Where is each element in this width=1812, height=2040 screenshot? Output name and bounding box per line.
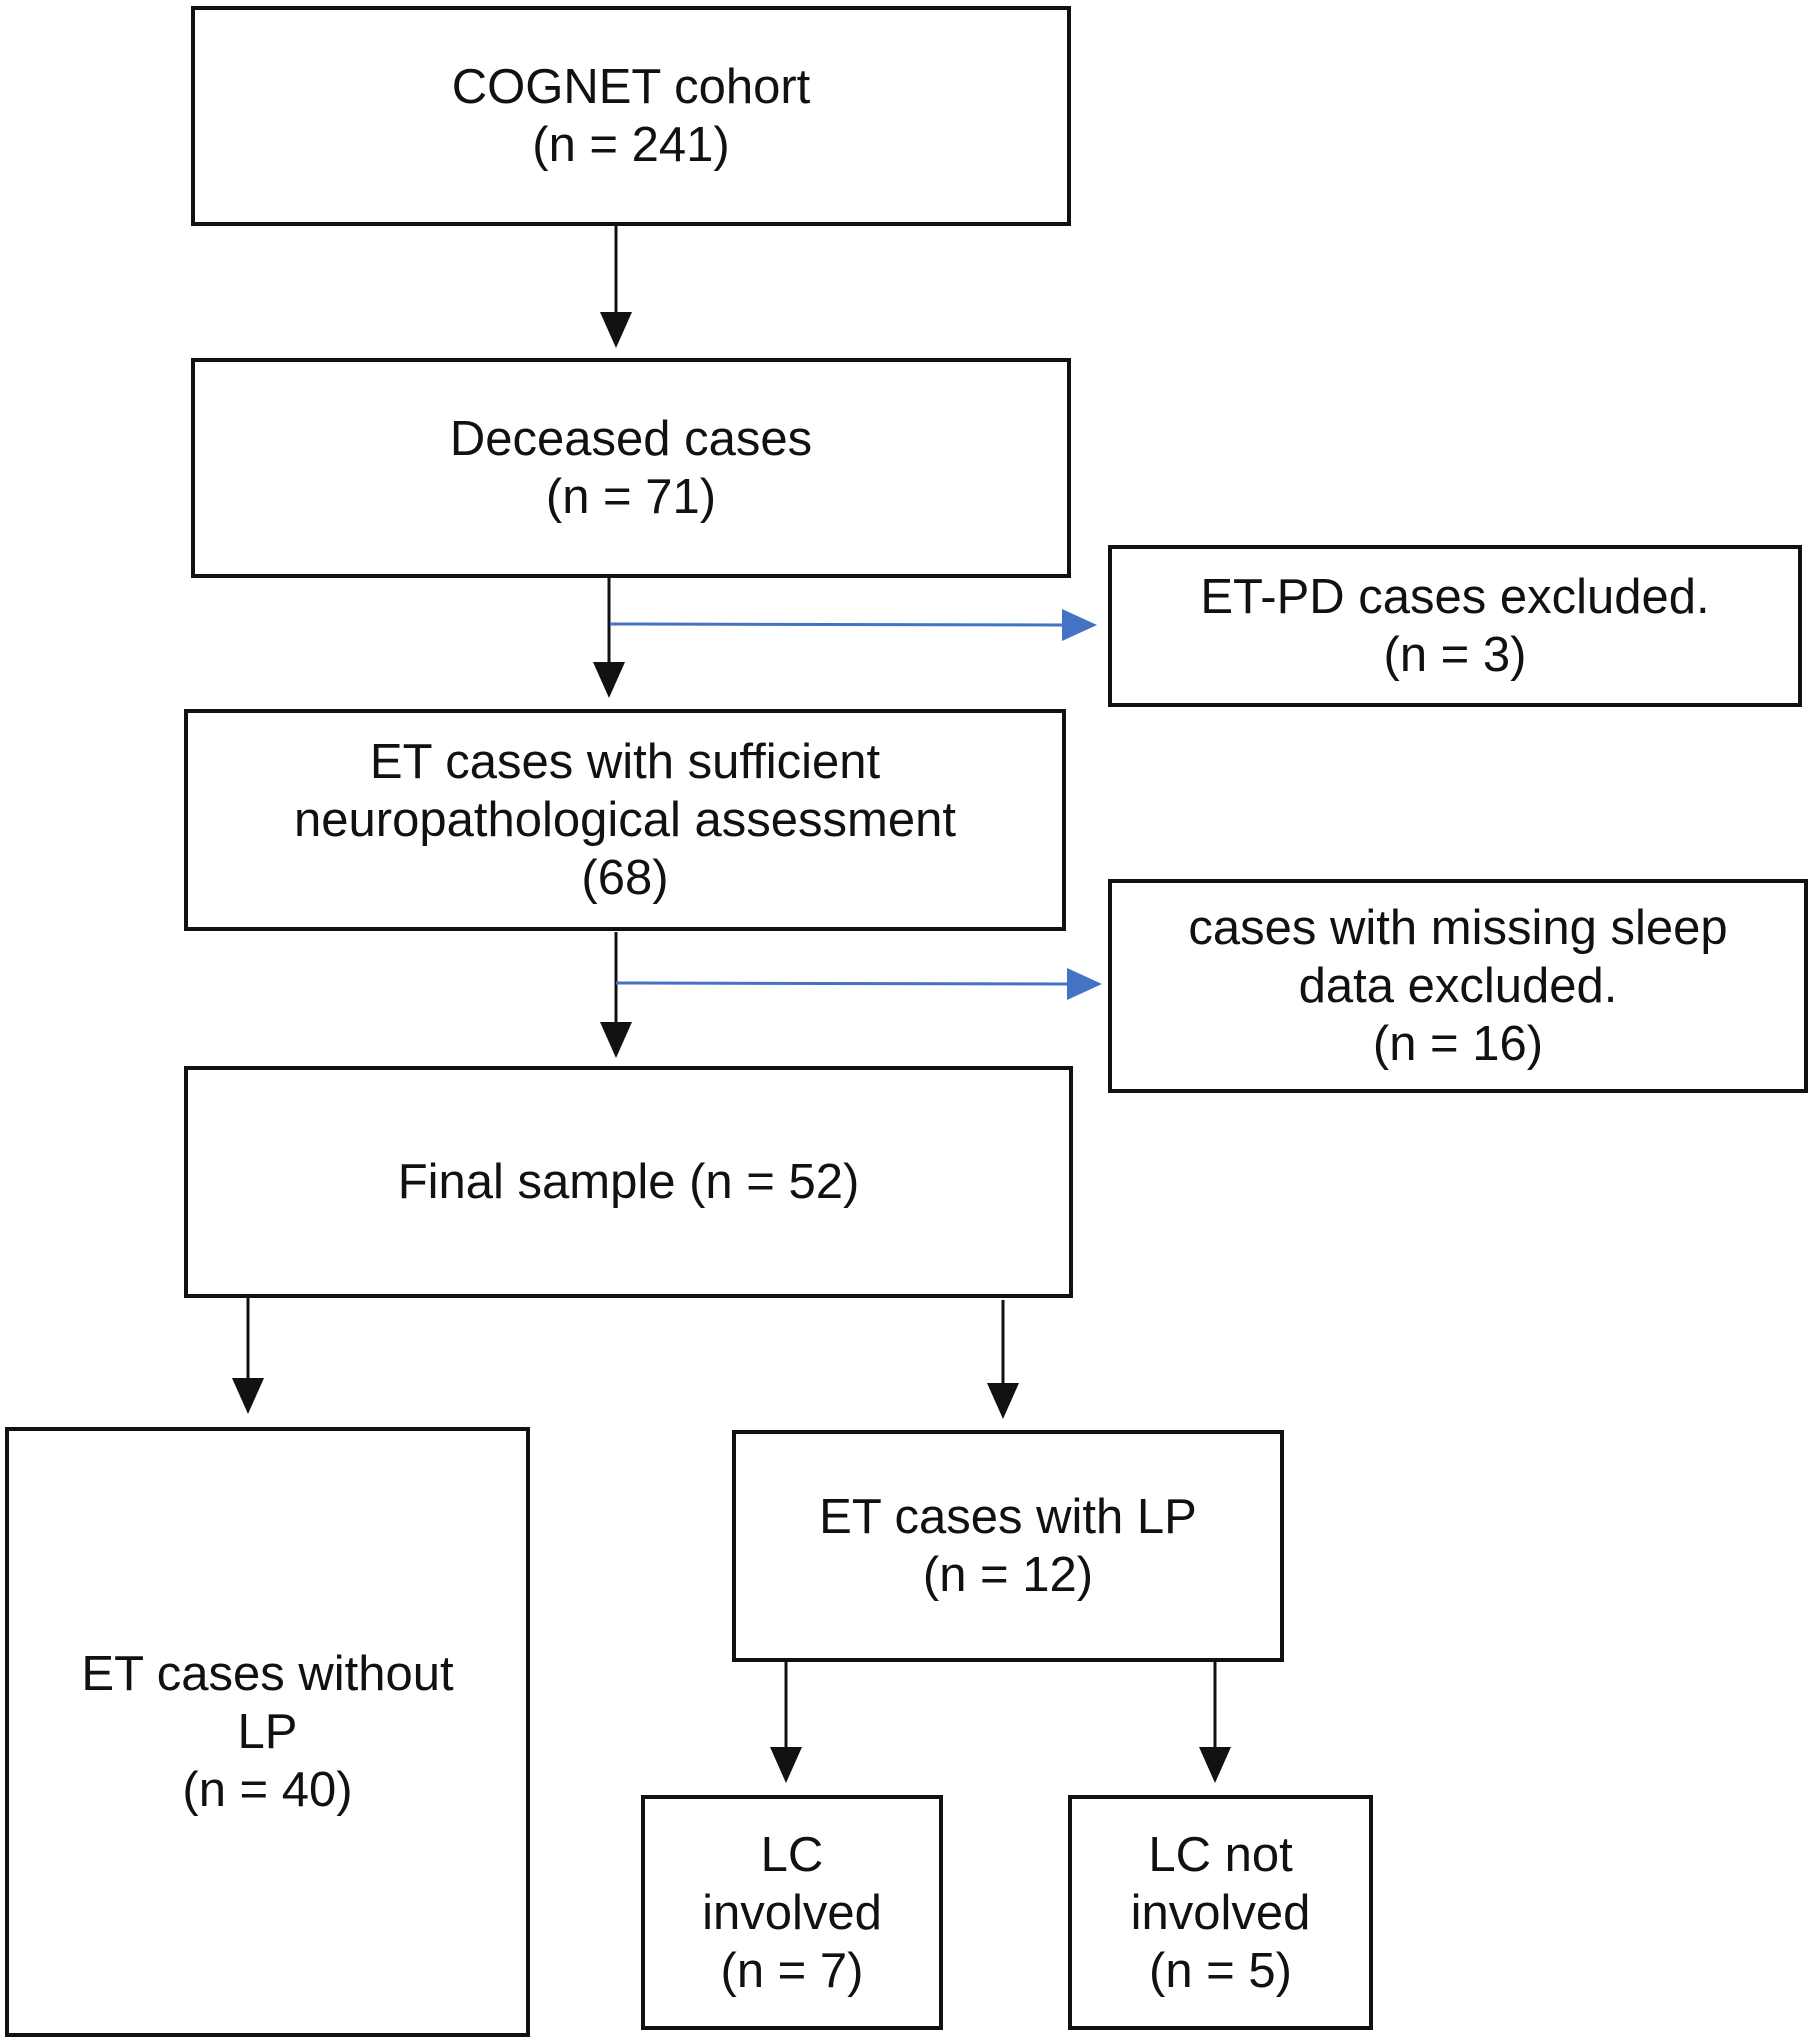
exclusion-arrow-etpd [609,609,1097,641]
box-line: neuropathological assessment [294,793,956,847]
box-line: data excluded. [1298,959,1618,1013]
box-line: cases with missing sleep [1188,901,1728,955]
deceased-cases-box: Deceased cases (n = 71) [191,358,1071,578]
box-line: (n = 12) [922,1548,1094,1602]
box-line: ET-PD cases excluded. [1200,570,1710,624]
box-line: ET cases with sufficient [369,735,881,789]
arrow-final-to-without-lp [232,1295,264,1414]
box-line: (n = 40) [182,1763,353,1817]
box-line: (n = 5) [1149,1943,1292,1998]
box-line: (68) [581,851,669,905]
et-with-lp-box: ET cases with LP (n = 12) [732,1430,1284,1662]
box-line: COGNET cohort [451,60,811,114]
et-sufficient-assessment-box: ET cases with sufficient neuropathologic… [184,709,1066,931]
arrow-deceased-to-et-sufficient [593,577,625,698]
missing-sleep-excluded-box: cases with missing sleep data excluded. … [1108,879,1808,1093]
box-line: involved [1130,1885,1311,1940]
arrow-with-lp-to-lc-involved [770,1661,802,1783]
box-line: LP [237,1705,298,1759]
box-line: (n = 241) [532,118,730,172]
box-line: ET cases with LP [819,1490,1197,1544]
et-without-lp-box: ET cases without LP (n = 40) [5,1427,530,2037]
lc-not-involved-box: LC not involved (n = 5) [1068,1795,1373,2030]
box-line: (n = 16) [1372,1017,1544,1071]
box-line: Deceased cases [449,412,813,466]
box-line: (n = 71) [545,470,717,524]
lc-involved-box: LC involved (n = 7) [641,1795,943,2030]
box-line: (n = 7) [720,1943,864,1998]
box-line: involved [702,1885,882,1940]
exclusion-arrow-missing-sleep [615,968,1102,1000]
arrow-cognet-to-deceased [600,225,632,348]
etpd-excluded-box: ET-PD cases excluded. (n = 3) [1108,545,1802,707]
cognet-cohort-box: COGNET cohort (n = 241) [191,6,1071,226]
box-line: ET cases without [81,1647,454,1701]
box-line: (n = 3) [1383,628,1527,682]
final-sample-box: Final sample (n = 52) [184,1066,1073,1298]
arrow-with-lp-to-lc-not-involved [1199,1661,1231,1783]
box-line: LC [760,1827,824,1882]
box-line: LC not [1148,1827,1293,1882]
box-line: Final sample (n = 52) [397,1155,860,1209]
arrow-final-to-with-lp [987,1300,1019,1419]
arrow-et-sufficient-to-final [600,932,632,1058]
